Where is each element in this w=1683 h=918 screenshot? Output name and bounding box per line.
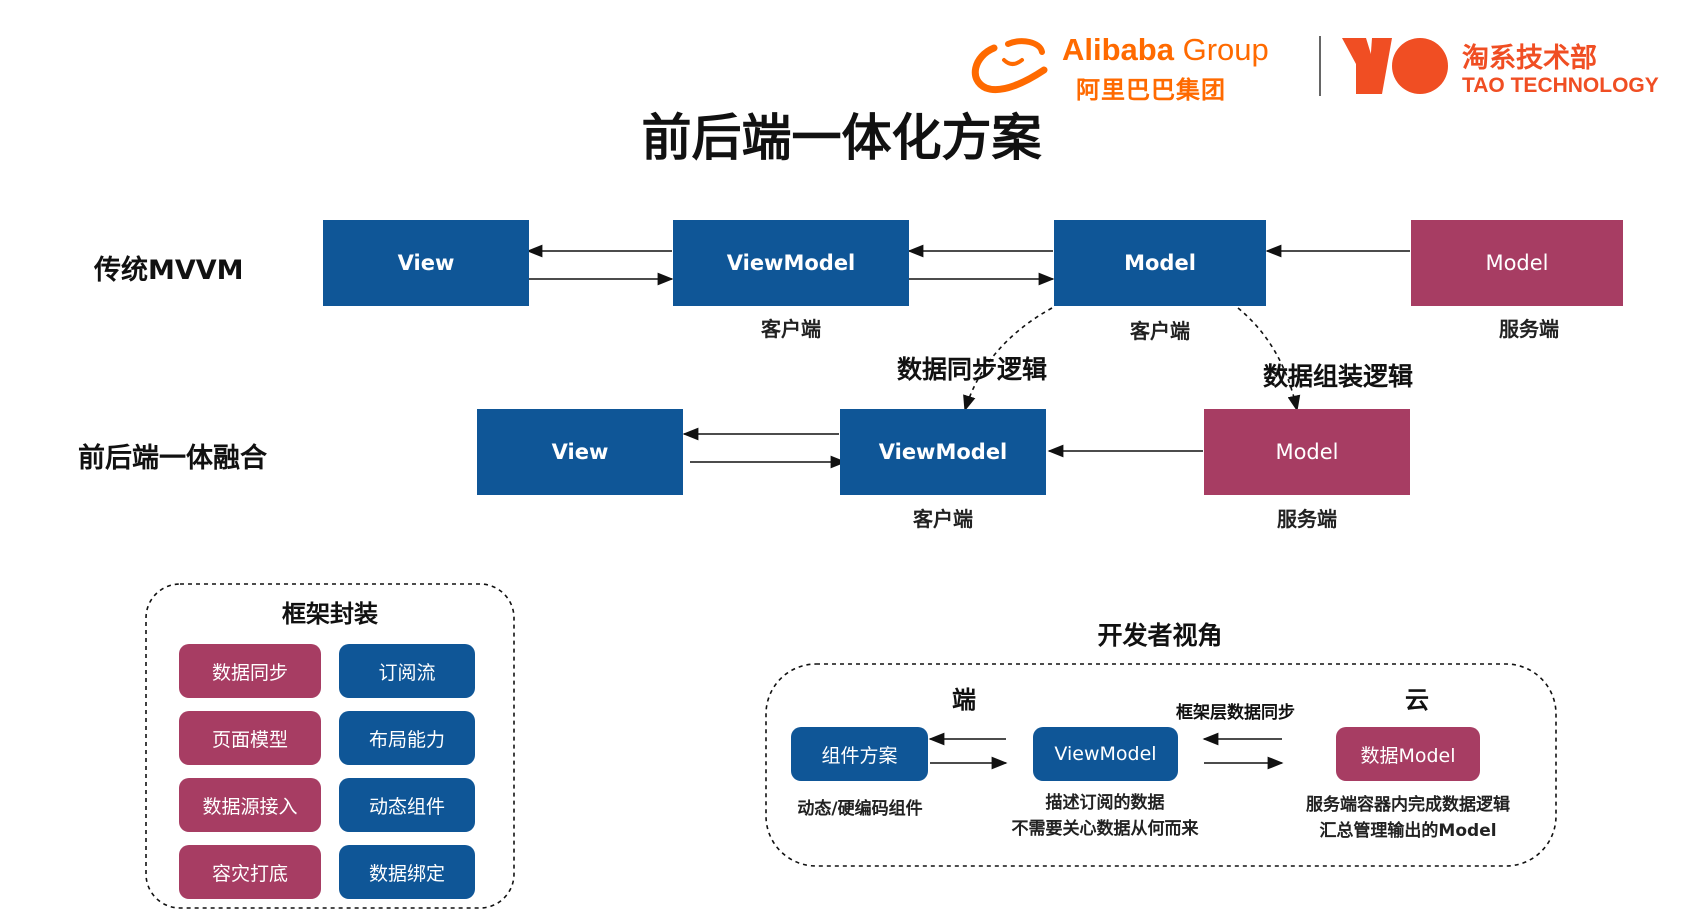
row-label-traditional: 传统MVVM: [94, 255, 244, 286]
model-desc-1: 服务端容器内完成数据逻辑: [1306, 795, 1510, 815]
view-box: View: [323, 220, 529, 306]
dept-en: TAO TECHNOLOGY: [1462, 74, 1659, 97]
end-label: 端: [952, 686, 976, 714]
server-model-box: Model: [1411, 220, 1623, 306]
server-label-2: 服务端: [1277, 507, 1337, 531]
brand-group: Group: [1182, 32, 1269, 67]
component-box: 组件方案: [791, 727, 928, 781]
sync-curve: [963, 307, 1053, 412]
fw-item-page-model: 页面模型: [179, 711, 321, 765]
brand-cn: 阿里巴巴集团: [1076, 76, 1226, 104]
fw-item-layout: 布局能力: [339, 711, 475, 765]
client-label-vm: 客户端: [761, 317, 821, 341]
framework-title: 框架封装: [282, 600, 378, 628]
server-model-box-2: Model: [1204, 409, 1410, 495]
fw-item-dynamic-component: 动态组件: [339, 778, 475, 832]
brand-en: Alibaba: [1062, 32, 1174, 67]
client-label-model: 客户端: [1130, 319, 1190, 343]
component-desc: 动态/硬编码组件: [797, 799, 923, 819]
page-title: 前后端一体化方案: [641, 109, 1042, 167]
client-label-2: 客户端: [913, 507, 973, 531]
assemble-curve: [1237, 307, 1301, 412]
fw-item-subscribe-stream: 订阅流: [339, 644, 475, 698]
alibaba-logo: Alibaba Group 阿里巴巴集团: [964, 30, 1314, 104]
client-model-box: Model: [1054, 220, 1266, 306]
framework-frame: [145, 583, 515, 909]
dept-cn: 淘系技术部: [1462, 43, 1597, 74]
sync-logic-label: 数据同步逻辑: [897, 355, 1048, 384]
tao-mark-icon: [1342, 38, 1448, 94]
alibaba-smile-icon: [971, 38, 1048, 94]
tao-logo: 淘系技术部 TAO TECHNOLOGY: [1338, 34, 1668, 104]
viewmodel-box: ViewModel: [673, 220, 909, 306]
viewmodel-desc-2: 不需要关心数据从何而来: [1011, 819, 1199, 839]
developer-title: 开发者视角: [1097, 621, 1223, 650]
viewmodel-desc-1: 描述订阅的数据: [1045, 793, 1165, 813]
row-label-integrated: 前后端一体融合: [78, 443, 267, 474]
framework-sync-label: 框架层数据同步: [1176, 703, 1295, 723]
alibaba-brand: Alibaba Group: [1062, 32, 1269, 68]
cloud-label: 云: [1405, 686, 1429, 714]
assemble-logic-label: 数据组装逻辑: [1263, 362, 1414, 391]
server-label: 服务端: [1499, 317, 1559, 341]
view-box-2: View: [477, 409, 683, 495]
fw-item-fallback: 容灾打底: [179, 845, 321, 899]
model-desc-2: 汇总管理输出的Model: [1319, 821, 1497, 841]
data-model-box: 数据Model: [1336, 727, 1480, 781]
dev-viewmodel-box: ViewModel: [1033, 727, 1178, 781]
developer-frame: [765, 663, 1557, 867]
fw-item-data-binding: 数据绑定: [339, 845, 475, 899]
fw-item-data-sync: 数据同步: [179, 644, 321, 698]
viewmodel-box-2: ViewModel: [840, 409, 1046, 495]
fw-item-datasource: 数据源接入: [179, 778, 321, 832]
